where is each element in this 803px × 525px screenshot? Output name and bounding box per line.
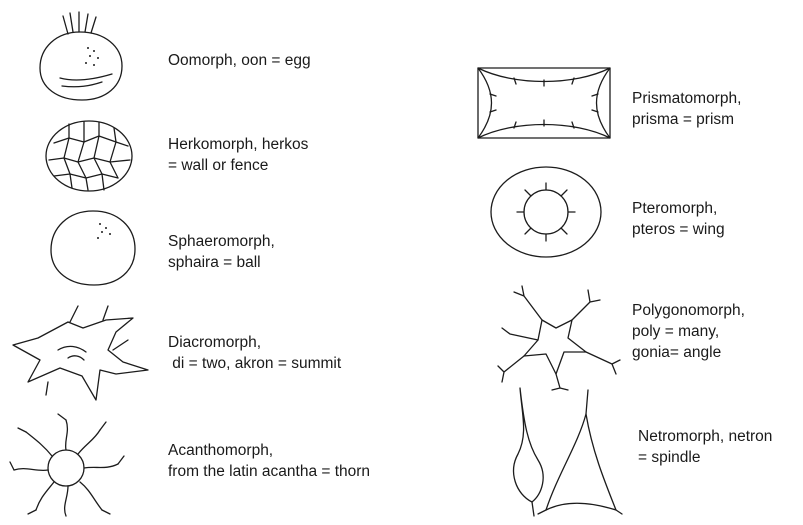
label-polygonomorph: Polygonomorph, poly = many, gonia= angle	[632, 300, 745, 363]
label-diacromorph: Diacromorph, di = two, akron = summit	[168, 332, 341, 374]
label-sphaeromorph: Sphaeromorph, sphaira = ball	[168, 231, 275, 273]
label-line: Acanthomorph,	[168, 440, 370, 461]
label-line: prisma = prism	[632, 109, 741, 130]
netromorph-drawing	[498, 384, 628, 519]
label-netromorph: Netromorph, netron = spindle	[638, 426, 772, 468]
pteromorph-drawing	[488, 164, 604, 260]
label-line: poly = many,	[632, 321, 745, 342]
acanthomorph-drawing	[6, 410, 126, 520]
label-line: = wall or fence	[168, 155, 308, 176]
label-line: Prismatomorph,	[632, 88, 741, 109]
label-line: pteros = wing	[632, 219, 725, 240]
label-herkomorph: Herkomorph, herkos = wall or fence	[168, 134, 308, 176]
label-pteromorph: Pteromorph, pteros = wing	[632, 198, 725, 240]
label-prismatomorph: Prismatomorph, prisma = prism	[632, 88, 741, 130]
label-line: Pteromorph,	[632, 198, 725, 219]
herkomorph-drawing	[44, 118, 134, 193]
label-line: di = two, akron = summit	[168, 353, 341, 374]
polygonomorph-drawing	[494, 282, 624, 392]
label-line: from the latin acantha = thorn	[168, 461, 370, 482]
label-line: Diacromorph,	[168, 332, 341, 353]
label-line: sphaira = ball	[168, 252, 275, 273]
label-line: Oomorph, oon = egg	[168, 50, 311, 71]
prismatomorph-drawing	[474, 64, 614, 142]
label-line: Polygonomorph,	[632, 300, 745, 321]
label-line: Sphaeromorph,	[168, 231, 275, 252]
diacromorph-drawing	[8, 300, 158, 405]
sphaeromorph-drawing	[48, 208, 138, 288]
label-line: Netromorph, netron	[638, 426, 772, 447]
label-line: Herkomorph, herkos	[168, 134, 308, 155]
label-line: = spindle	[638, 447, 772, 468]
label-line: gonia= angle	[632, 342, 745, 363]
label-oomorph: Oomorph, oon = egg	[168, 50, 311, 71]
oomorph-drawing	[30, 8, 130, 103]
label-acanthomorph: Acanthomorph, from the latin acantha = t…	[168, 440, 370, 482]
